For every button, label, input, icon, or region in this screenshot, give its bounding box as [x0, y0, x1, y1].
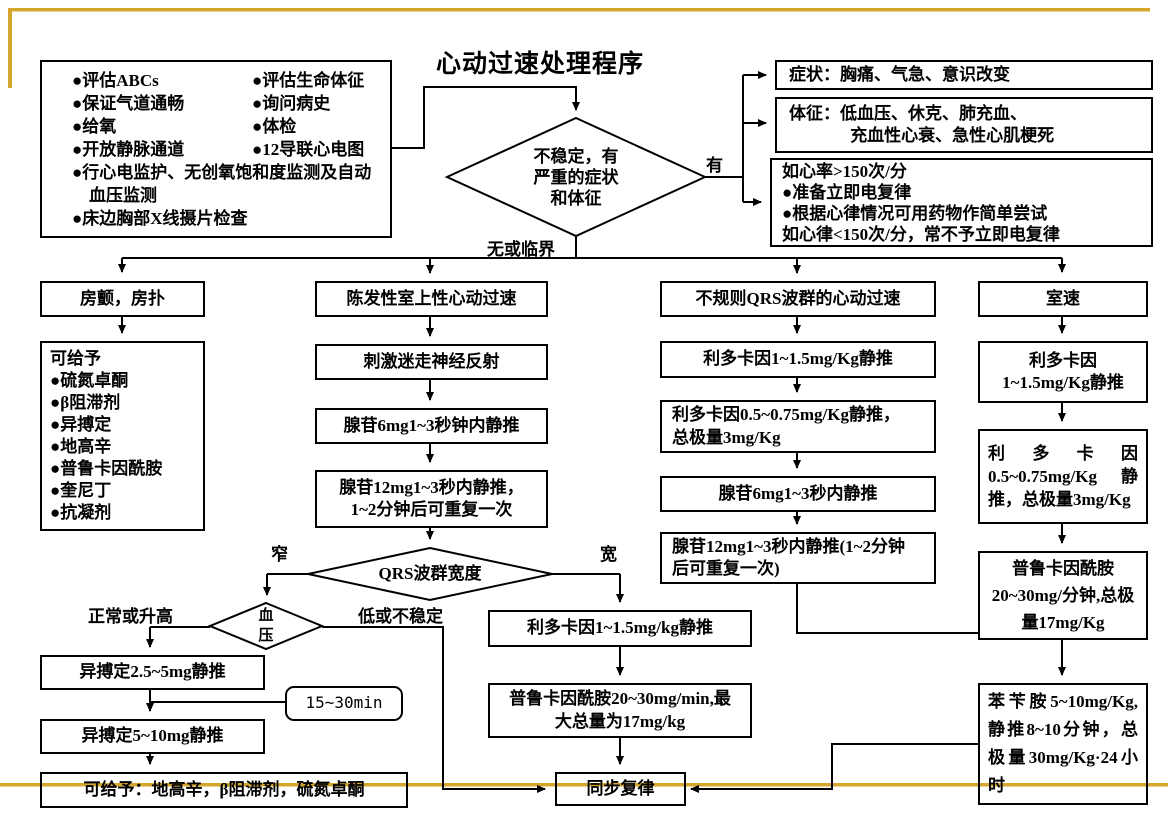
verapamil-5-10-box: 异搏定5~10mg静推 — [40, 719, 265, 754]
prep-item: ●床边胸部X线摄片检查 — [72, 208, 248, 228]
lidocaine4b-box: 利多卡因0.5~0.75mg/Kg静推，总极量3mg/Kg — [978, 429, 1148, 524]
af-options-box: 可给予 ●硫氮卓酮 ●β阻滞剂 ●异搏定 ●地高辛 ●普鲁卡因酰胺 ●奎尼丁 ●… — [40, 341, 205, 531]
lidocaine3b-box: 利多卡因0.5~0.75mg/Kg静推， 总极量3mg/Kg — [660, 400, 936, 453]
prep-item: ●12导联心电图 — [252, 139, 365, 159]
adenosine6-box: 腺苷6mg1~3秒钟内静推 — [315, 408, 548, 444]
prep-item: ●给氧 — [72, 116, 117, 136]
prep-box: ●评估ABCs ●评估生命体征 ●保证气道通畅 ●询问病史 ●给氧 ●体检 ●开… — [40, 60, 392, 238]
psvt-box: 陈发性室上性心动过速 — [315, 281, 548, 317]
vagal-box: 刺激迷走神经反射 — [315, 344, 548, 380]
qrs-diamond-text: QRS波群宽度 — [378, 564, 482, 583]
unstable-diamond-text: 不稳定，有 严重的症状 和体征 — [533, 147, 619, 208]
adenosine3a-box: 腺苷6mg1~3秒内静推 — [660, 476, 936, 512]
procainamide4-box: 普鲁卡因酰胺20~30mg/分钟,总极量17mg/Kg — [978, 551, 1148, 640]
lidocaine4a-box: 利多卡因 1~1.5mg/Kg静推 — [978, 341, 1148, 403]
label-none-or-borderline: 无或临界 — [487, 240, 555, 259]
connector-lines — [118, 71, 1066, 793]
lidocaine-wide-box: 利多卡因1~1.5mg/kg静推 — [488, 610, 752, 647]
signs-box: 体征：低血压、休克、肺充血、 充血性心衰、急性心肌梗死 — [775, 97, 1153, 153]
vt-box: 室速 — [978, 281, 1148, 317]
bp-diamond-text: 血 压 — [258, 608, 274, 644]
unstable-diamond-shape — [444, 116, 708, 238]
label-wide: 宽 — [600, 545, 617, 564]
label-yes: 有 — [706, 156, 723, 175]
procainamide-wide-box: 普鲁卡因酰胺20~30mg/min,最 大总量为17mg/kg — [488, 683, 752, 738]
prep-item: ●体检 — [252, 116, 297, 136]
adenosine12-box: 腺苷12mg1~3秒内静推， 1~2分钟后可重复一次 — [315, 470, 548, 528]
af-flutter-box: 房颤，房扑 — [40, 281, 205, 317]
benzylamine-box: 苯苄胺5~10mg/Kg,静推8~10分钟，总极量30mg/Kg·24小时 — [978, 683, 1148, 805]
prep-item: ●行心电监护、无创氧饱和度监测及自动血压监测 — [72, 162, 372, 205]
adenosine3b-box: 腺苷12mg1~3秒内静推(1~2分钟 后可重复一次) — [660, 532, 936, 584]
prep-item: ●评估生命体征 — [252, 70, 365, 90]
prep-list: ●评估ABCs ●评估生命体征 ●保证气道通畅 ●询问病史 ●给氧 ●体检 ●开… — [72, 69, 384, 161]
prep-item: ●保证气道通畅 — [72, 93, 185, 113]
decision-diamonds — [207, 116, 708, 651]
page-title: 心动过速处理程序 — [435, 51, 644, 78]
bp-diamond-shape — [207, 601, 325, 651]
label-low-or-unstable: 低或不稳定 — [358, 607, 443, 626]
symptoms-box: 症状：胸痛、气急、意识改变 — [775, 60, 1153, 90]
label-normal-or-elevated: 正常或升高 — [88, 607, 173, 626]
may-give-box: 可给予：地高辛，β阻滞剂，硫氮卓酮 — [40, 772, 408, 808]
rate-criteria-box: 如心率>150次/分 ●准备立即电复律 ●根据心律情况可用药物作简单尝试 如心律… — [770, 158, 1153, 247]
gold-accent-lines — [0, 8, 1168, 787]
interval-box: 15~30min — [285, 686, 403, 721]
lidocaine3a-box: 利多卡因1~1.5mg/Kg静推 — [660, 341, 936, 378]
label-narrow: 窄 — [271, 545, 288, 564]
prep-item: ●评估ABCs — [72, 70, 159, 90]
prep-item: ●开放静脉通道 — [72, 139, 185, 159]
prep-item: ●询问病史 — [252, 93, 331, 113]
irregular-qrs-box: 不规则QRS波群的心动过速 — [660, 281, 936, 317]
sync-cardioversion-box: 同步复律 — [555, 772, 686, 806]
qrs-diamond-shape — [307, 546, 553, 602]
verapamil-2-5-box: 异搏定2.5~5mg静推 — [40, 655, 265, 690]
